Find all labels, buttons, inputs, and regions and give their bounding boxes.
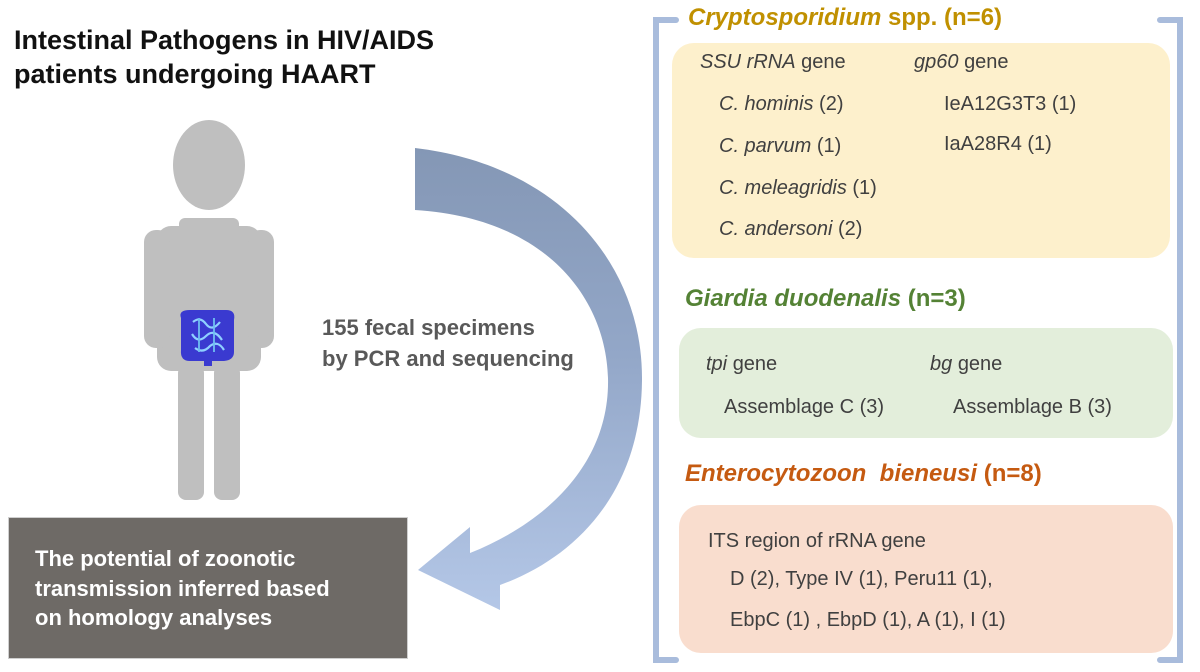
cryptosporidium-count: (n=6) [944, 4, 1003, 31]
genotype-line-2: EbpC (1) , EbpD (1), A (1), I (1) [730, 609, 1006, 631]
species-count: (2) [837, 218, 863, 240]
species-item: C. meleagridis (1) [719, 177, 877, 200]
bg-gene-suffix: gene [957, 353, 1003, 375]
ssu-gene-suffix: gene [801, 51, 846, 73]
method-line-2: by PCR and sequencing [322, 345, 574, 371]
species-name: C. meleagridis [719, 177, 847, 199]
bg-gene-label: bg gene [930, 353, 1002, 376]
enterocytozoon-heading: Enterocytozoon bieneusi (n=8) [685, 460, 1042, 488]
giardia-name: Giardia duodenalis [685, 285, 902, 312]
assemblage-c-result: Assemblage C (3) [724, 396, 885, 418]
giardia-count: (n=3) [907, 285, 966, 312]
its-region-label: ITS region of rRNA gene [708, 530, 926, 552]
enterocytozoon-name: Enterocytozoon bieneusi [685, 460, 978, 487]
species-item: C. hominis (2) [719, 93, 844, 116]
ssu-gene-name: SSU rRNA [700, 51, 796, 73]
intestine-icon [180, 310, 235, 366]
species-name: C. hominis [719, 93, 814, 115]
method-label: 155 fecal specimens by PCR and sequencin… [322, 313, 652, 375]
species-count: (1) [816, 135, 842, 157]
method-line-1: 155 fecal specimens [322, 315, 535, 340]
gp60-gene-label: gp60 gene [914, 51, 1009, 74]
cryptosporidium-suffix: spp. [888, 4, 938, 31]
results-bracket [653, 17, 1183, 663]
conclusion-box: The potential of zoonotic transmission i… [8, 517, 408, 659]
species-name: C. parvum [719, 135, 812, 157]
tpi-gene-name: tpi [706, 353, 728, 375]
conclusion-line-3: on homology analyses [35, 605, 273, 631]
gp60-gene-suffix: gene [964, 51, 1009, 73]
subtype-item: IaA28R4 (1) [944, 133, 1052, 155]
conclusion-line-2: transmission inferred based [35, 575, 330, 601]
giardia-heading: Giardia duodenalis (n=3) [685, 285, 966, 313]
enterocytozoon-box [679, 505, 1173, 653]
species-name: C. andersoni [719, 218, 833, 240]
ssu-gene-label: SSU rRNA gene [700, 51, 846, 74]
cryptosporidium-heading: Cryptosporidium spp. (n=6) [688, 4, 1002, 32]
gp60-gene-name: gp60 [914, 51, 959, 73]
assemblage-b-result: Assemblage B (3) [953, 396, 1112, 418]
species-count: (1) [852, 177, 877, 199]
curved-arrow [415, 148, 642, 610]
subtype-item: IeA12G3T3 (1) [944, 93, 1077, 115]
species-item: C. andersoni (2) [719, 218, 862, 241]
genotype-line-1: D (2), Type IV (1), Peru11 (1), [730, 568, 993, 590]
page-title: Intestinal Pathogens in HIV/AIDS patient… [14, 25, 435, 89]
tpi-gene-suffix: gene [732, 353, 778, 375]
tpi-gene-label: tpi gene [706, 353, 777, 376]
cryptosporidium-name: Cryptosporidium [688, 4, 882, 31]
species-count: (2) [819, 93, 844, 115]
enterocytozoon-count: (n=8) [983, 460, 1042, 487]
bg-gene-name: bg [930, 353, 953, 375]
conclusion-line-1: The potential of zoonotic [35, 546, 296, 571]
giardia-box [679, 328, 1173, 438]
cryptosporidium-box [672, 43, 1170, 258]
species-item: C. parvum (1) [719, 135, 841, 158]
